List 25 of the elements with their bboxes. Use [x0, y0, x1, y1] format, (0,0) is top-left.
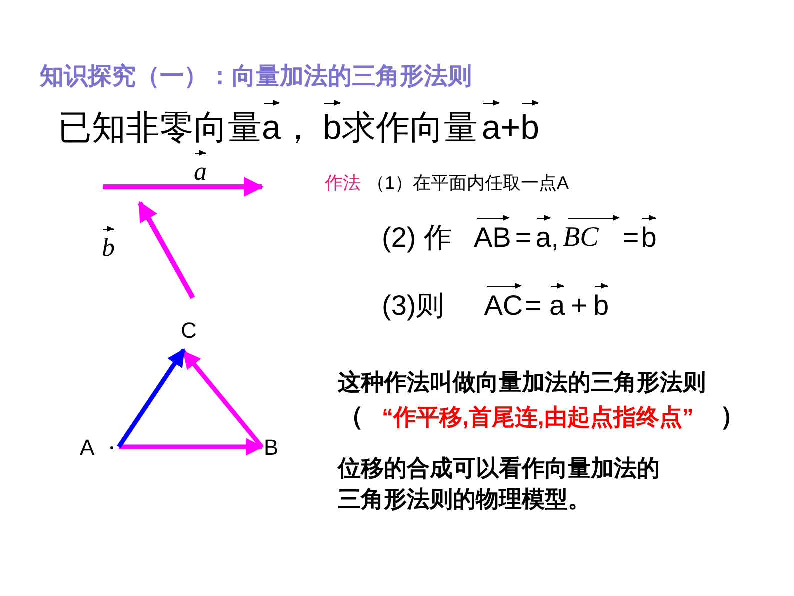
text-label: 这种作法叫做向量加法的三角形法则	[338, 370, 707, 396]
text-label: =	[525, 291, 542, 322]
vector-arrow	[117, 348, 186, 448]
text-label: =	[515, 223, 532, 254]
text-label: =	[622, 223, 640, 254]
text-label: +	[571, 291, 588, 322]
point-label: B	[264, 435, 290, 461]
vector-arrow	[182, 350, 264, 448]
text-label: 已知非零向量	[58, 110, 262, 147]
text-label: ,	[551, 223, 560, 254]
text-label: ，	[280, 110, 315, 147]
text-label: 求作向量	[342, 110, 478, 147]
point-label: A	[80, 435, 119, 461]
text-label: 作法	[325, 174, 361, 194]
text-label: (2) 作	[382, 223, 452, 254]
slide-title: 知识探究（一）：向量加法的三角形法则	[40, 64, 472, 90]
text-label: “作平移,首尾连,由起点指终点”	[382, 405, 694, 431]
text-label: （	[338, 402, 364, 431]
vector-arrow	[119, 438, 264, 456]
text-label: (3)则	[382, 291, 444, 322]
text-label: ）	[720, 402, 746, 431]
text-label: 位移的合成可以看作向量加法的三角形法则的物理模型。	[338, 454, 661, 514]
text-label: +	[500, 110, 521, 147]
point-label: C	[181, 318, 205, 344]
text-label: （1）在平面内任取一点A	[367, 174, 570, 194]
